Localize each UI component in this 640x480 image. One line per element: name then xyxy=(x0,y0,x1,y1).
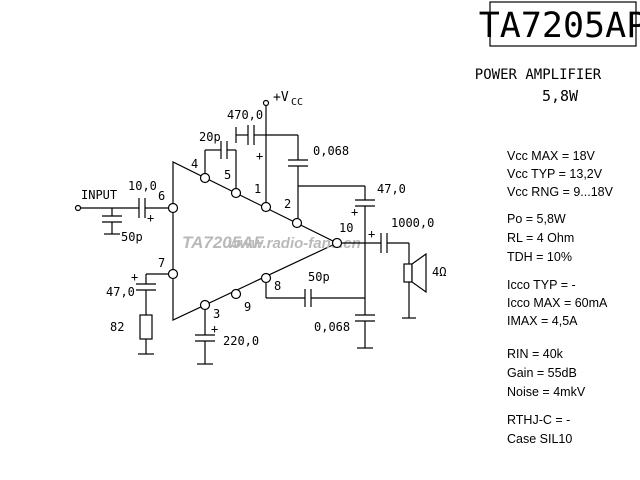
c0068-top-label: 0,068 xyxy=(313,144,349,158)
spec-po: Po = 5,8W xyxy=(507,212,566,226)
c47top-plus: + xyxy=(351,205,358,219)
pin-5-label: 5 xyxy=(224,168,231,182)
chip-watermark: TA7205AF xyxy=(182,233,264,252)
speaker-cone xyxy=(411,252,427,294)
site-watermark: www.radio-fans.cn xyxy=(228,235,361,252)
c47left-plus: + xyxy=(131,270,138,284)
c0068-bot-label: 0,068 xyxy=(314,320,350,334)
pin-6-node xyxy=(167,202,179,214)
vcc-label: +V xyxy=(273,90,289,105)
pin-8-node xyxy=(260,272,272,284)
spec-list: Vcc MAX = 18V Vcc TYP = 13,2V Vcc RNG = … xyxy=(507,149,614,446)
spec-rl: RL = 4 Ohm xyxy=(507,231,574,245)
pin-5-node xyxy=(230,187,242,199)
c470-plus: + xyxy=(256,149,263,163)
spec-rin: RIN = 40k xyxy=(507,347,564,361)
c10-plus: + xyxy=(147,211,154,225)
c220-label: 220,0 xyxy=(223,334,259,348)
subtitle-power: 5,8W xyxy=(542,87,579,105)
pin-7-node xyxy=(167,268,179,280)
vcc-subscript: CC xyxy=(291,97,303,108)
pin-8-label: 8 xyxy=(274,279,281,293)
pin-2-node xyxy=(291,217,303,229)
title-box xyxy=(489,1,637,47)
pin-6-label: 6 xyxy=(158,189,165,203)
speaker-coil xyxy=(403,263,413,283)
chip-title: TA7205AP xyxy=(479,6,640,46)
c1000-plus: + xyxy=(368,227,375,241)
amplifier-body xyxy=(172,161,339,321)
pin-2-label: 2 xyxy=(284,197,291,211)
pin-3-node xyxy=(199,299,211,311)
spec-gain: Gain = 55dB xyxy=(507,366,577,380)
pin-numbers: 6 7 4 5 1 2 10 3 9 8 xyxy=(158,157,353,321)
c470-label: 470,0 xyxy=(227,108,263,122)
c20p-label: 20p xyxy=(199,130,221,144)
pin-3-label: 3 xyxy=(213,307,220,321)
c220-plus: + xyxy=(211,322,218,336)
pin-4-node xyxy=(199,172,211,184)
subtitle-power-amplifier: POWER AMPLIFIER xyxy=(475,67,602,83)
spec-vcc-max: Vcc MAX = 18V xyxy=(507,149,596,163)
pin-circles xyxy=(167,172,343,311)
speaker-impedance: 4Ω xyxy=(432,265,446,279)
input-terminal xyxy=(74,204,82,212)
pin-7-label: 7 xyxy=(158,256,165,270)
c10-label: 10,0 xyxy=(128,179,157,193)
c50p-in-label: 50p xyxy=(121,230,143,244)
pin-10-node xyxy=(331,237,343,249)
r82-label: 82 xyxy=(110,320,124,334)
c47top-label: 47,0 xyxy=(377,182,406,196)
pin-1-label: 1 xyxy=(254,182,261,196)
c1000-label: 1000,0 xyxy=(391,216,434,230)
spec-icco-typ: Icco TYP = - xyxy=(507,278,576,292)
spec-noise: Noise = 4mkV xyxy=(507,385,586,399)
pin-1-node xyxy=(260,201,272,213)
pin-9-label: 9 xyxy=(244,300,251,314)
input-label: INPUT xyxy=(81,188,117,202)
spec-icco-max: Icco MAX = 60mA xyxy=(507,296,608,310)
vcc-terminal xyxy=(262,99,270,107)
spec-tdh: TDH = 10% xyxy=(507,250,572,264)
spec-rthj: RTHJ-C = - xyxy=(507,413,570,427)
pin-4-label: 4 xyxy=(191,157,198,171)
c47left-label: 47,0 xyxy=(106,285,135,299)
spec-vcc-typ: Vcc TYP = 13,2V xyxy=(507,167,603,181)
pin-9-node xyxy=(230,288,242,300)
pin-10-label: 10 xyxy=(339,221,353,235)
spec-vcc-rng: Vcc RNG = 9...18V xyxy=(507,185,614,199)
resistor-82 xyxy=(139,314,153,340)
c50p-fb-label: 50p xyxy=(308,270,330,284)
spec-case: Case SIL10 xyxy=(507,432,572,446)
spec-imax: IMAX = 4,5A xyxy=(507,314,578,328)
